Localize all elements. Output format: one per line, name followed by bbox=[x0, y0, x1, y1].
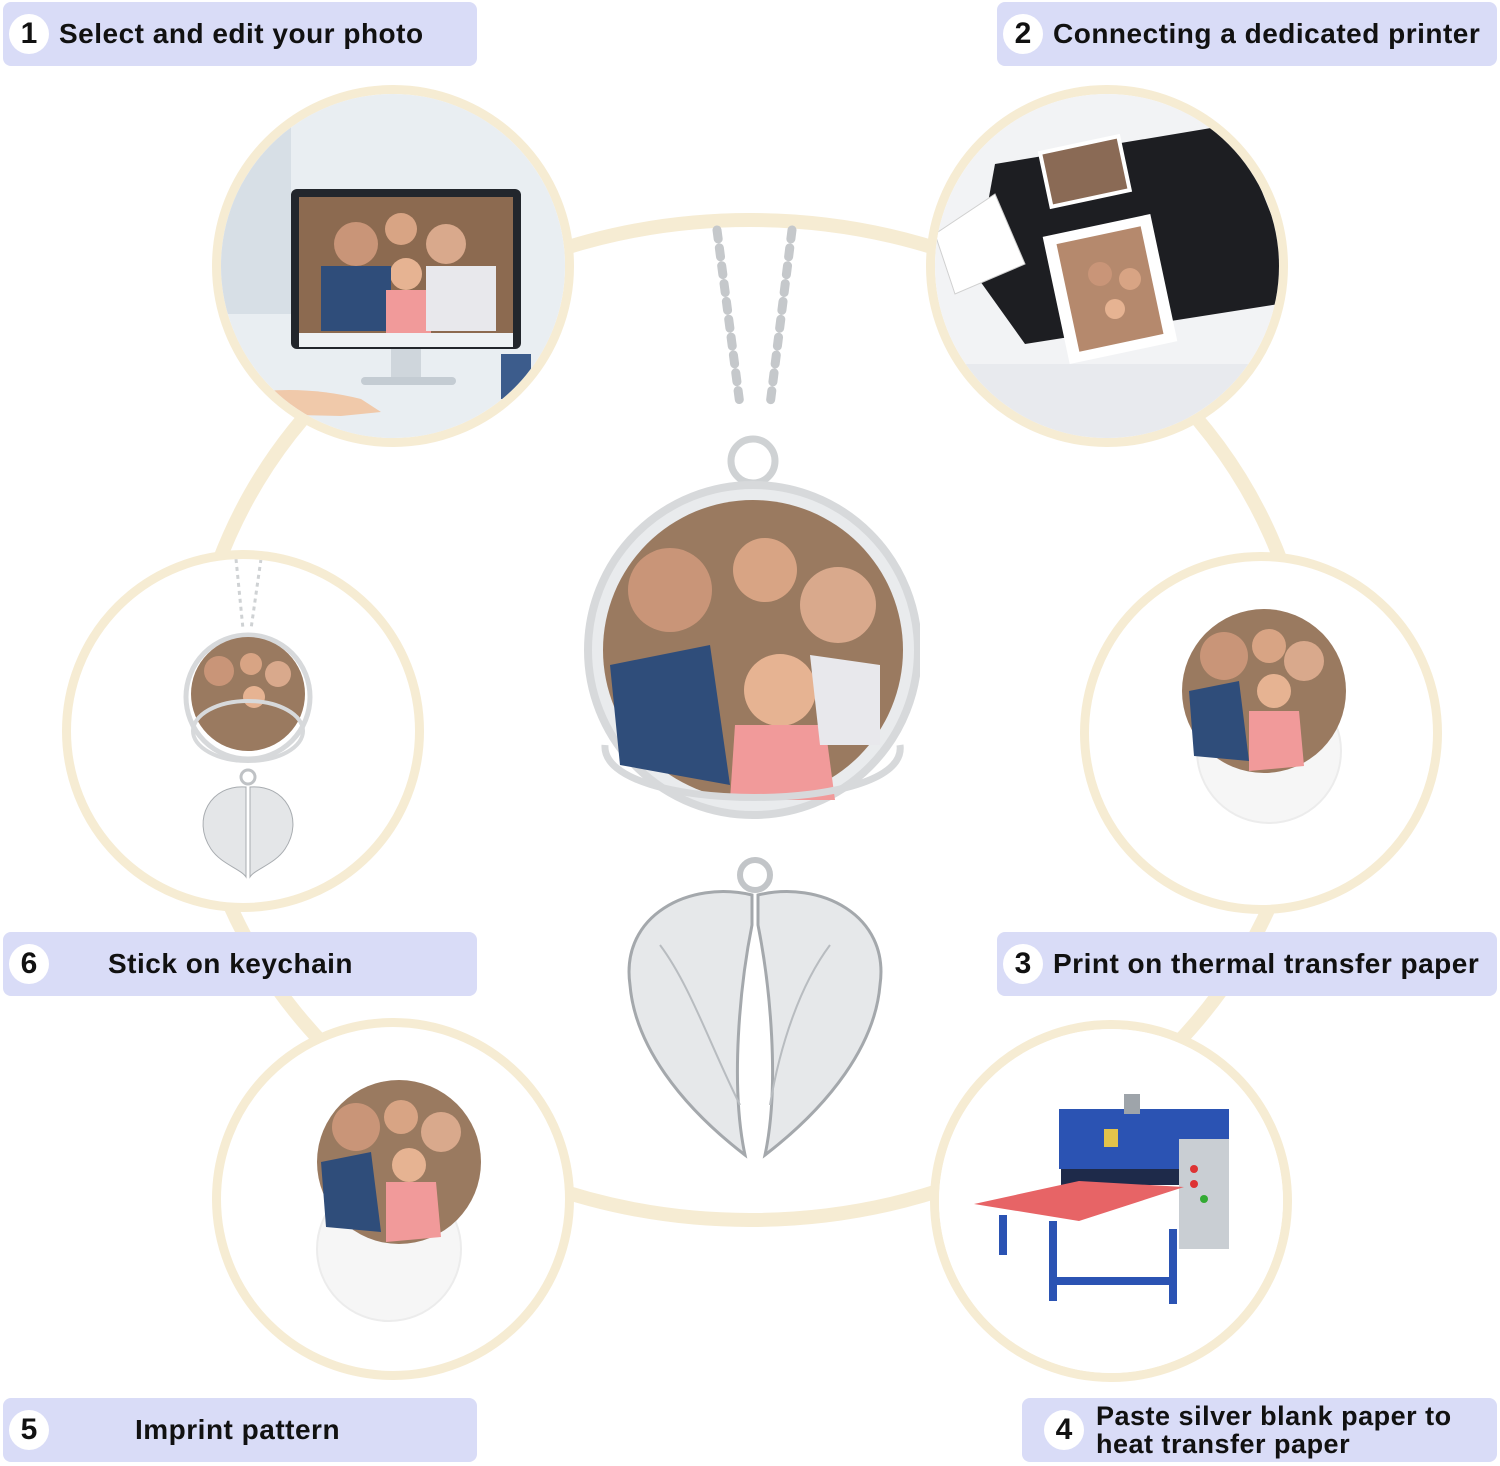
step-6-text: Stick on keychain bbox=[108, 948, 354, 979]
step-4-text: Paste silver blank paper to heat transfe… bbox=[1096, 1401, 1452, 1459]
step-3-number: 3 bbox=[1003, 944, 1043, 984]
keychain-icon bbox=[183, 559, 313, 879]
step-5-number: 5 bbox=[9, 1410, 49, 1450]
step-5-imprint-bubble bbox=[212, 1018, 574, 1380]
angel-wings-icon bbox=[627, 890, 754, 1159]
transfer-paper-icon bbox=[1182, 609, 1346, 824]
step-2-number: 2 bbox=[1003, 14, 1043, 54]
step-1-number: 1 bbox=[9, 14, 49, 54]
step-3-text: Print on thermal transfer paper bbox=[1053, 948, 1480, 979]
step-6-keychain-bubble bbox=[62, 550, 424, 912]
step-6-label: 6 Stick on keychain bbox=[3, 932, 477, 996]
step-2-printer-bubble bbox=[926, 85, 1288, 447]
step-4-heat-press-bubble bbox=[930, 1020, 1292, 1382]
step-5-text: Imprint pattern bbox=[135, 1414, 341, 1445]
step-1-text: Select and edit your photo bbox=[59, 18, 424, 49]
step-3-label: 3 Print on thermal transfer paper bbox=[997, 932, 1497, 996]
step-1-label: 1 Select and edit your photo bbox=[3, 2, 477, 66]
step-2-text: Connecting a dedicated printer bbox=[1053, 18, 1481, 49]
step-5-label: 5 Imprint pattern bbox=[3, 1398, 477, 1462]
printer-icon bbox=[935, 94, 1279, 438]
step-2-label: 2 Connecting a dedicated printer bbox=[997, 2, 1497, 66]
step-1-photo-bubble bbox=[212, 85, 574, 447]
step-6-number: 6 bbox=[9, 944, 49, 984]
heat-press-icon bbox=[939, 1029, 1283, 1373]
computer-monitor-icon bbox=[221, 94, 565, 438]
step-4-number: 4 bbox=[1044, 1410, 1084, 1450]
step-3-transfer-bubble bbox=[1080, 552, 1442, 914]
main-pendant bbox=[584, 225, 920, 1159]
photo-disc-icon bbox=[316, 1080, 481, 1322]
step-4-label: 4 Paste silver blank paper to heat trans… bbox=[1022, 1398, 1497, 1462]
